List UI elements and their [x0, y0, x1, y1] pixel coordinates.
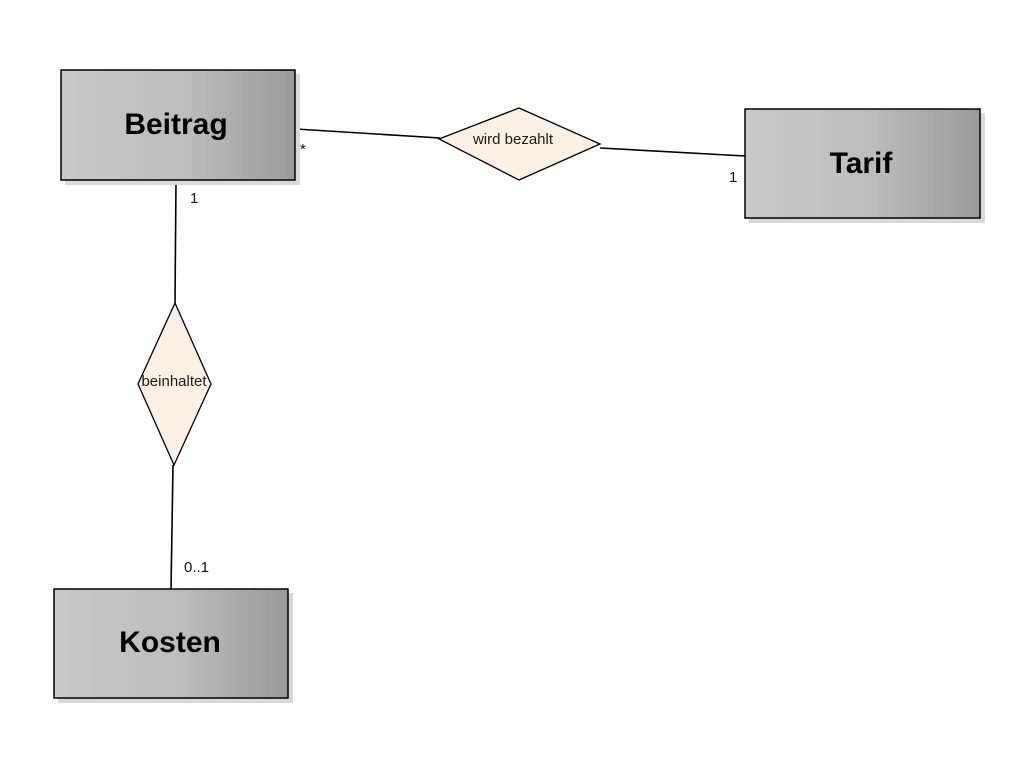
- entity-kosten-label: Kosten: [119, 626, 221, 659]
- multiplicity-kosten-beinhaltet: 0..1: [184, 559, 209, 576]
- multiplicity-tarif-wird-bezahlt: 1: [729, 169, 737, 186]
- relationship-wird-bezahlt-label: wird bezahlt: [472, 131, 554, 148]
- entity-tarif[interactable]: Tarif: [744, 108, 985, 223]
- entity-beitrag-label: Beitrag: [124, 108, 227, 141]
- relationship-beinhaltet-label: beinhaltet: [141, 373, 207, 390]
- entity-tarif-label: Tarif: [830, 147, 894, 180]
- entity-kosten[interactable]: Kosten: [53, 588, 293, 703]
- multiplicity-beitrag-beinhaltet: 1: [190, 190, 198, 207]
- connector-wird-bezahlt-tarif: [599, 147, 746, 157]
- relationship-beinhaltet[interactable]: beinhaltet: [137, 301, 212, 467]
- connector-beitrag-wird-bezahlt: [295, 128, 441, 139]
- connector-beitrag-beinhaltet: [174, 180, 177, 304]
- relationship-wird-bezahlt[interactable]: wird bezahlt: [437, 107, 602, 181]
- multiplicity-beitrag-wird-bezahlt: *: [300, 141, 306, 158]
- entity-beitrag[interactable]: Beitrag: [60, 69, 300, 185]
- connector-beinhaltet-kosten: [170, 464, 174, 590]
